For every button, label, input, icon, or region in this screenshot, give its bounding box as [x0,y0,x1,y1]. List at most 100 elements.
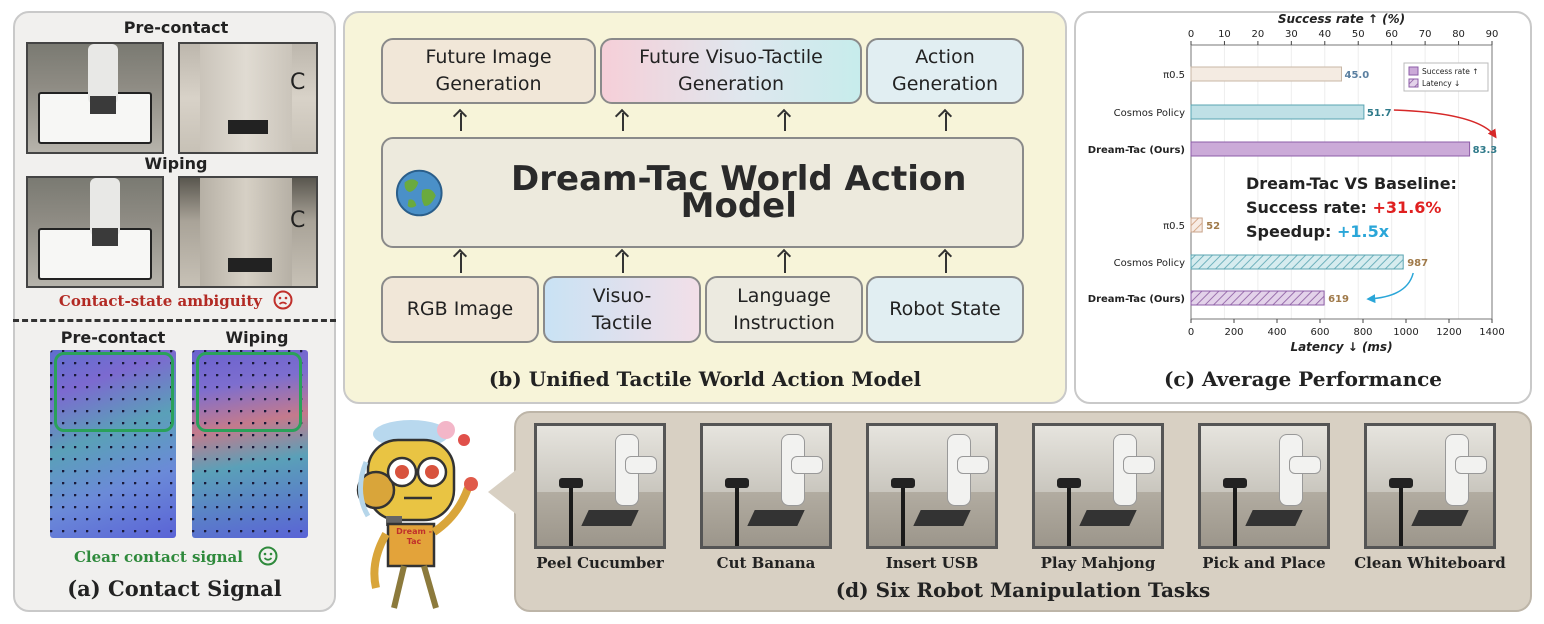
plot-frame [1190,44,1493,320]
category-label: Dream-Tac (Ours) [1088,145,1185,156]
bottom-tick-label: 1200 [1436,327,1461,338]
success-rate-gain: +31.6% [1372,198,1442,217]
ambiguity-label: Contact-state ambiguity [58,292,262,310]
success-rate-value-label: 83.3 [1473,145,1498,156]
whiteboard-letter: C [290,70,306,95]
category-label: π0.5 [1163,70,1185,81]
input-box-robot-state: Robot State [866,276,1024,343]
scene-photo-pre-contact [26,42,164,154]
top-tick-label: 80 [1452,29,1465,40]
top-tick-label: 40 [1318,29,1331,40]
task-label: Clean Whiteboard [1354,554,1506,572]
contact-region-box [54,352,174,432]
speedup-arrow [1366,272,1414,304]
input-box-visuo-tactile: Visuo-Tactile [543,276,701,343]
latency-value-label: 619 [1328,294,1349,305]
speedup-label: Speedup: [1246,222,1332,241]
task-photo [866,423,998,549]
task-label: Cut Banana [716,554,816,572]
pre-contact-label-top: Pre-contact [123,18,229,37]
top-tick-label: 90 [1486,29,1499,40]
latency-bar [1190,217,1203,233]
whiteboard-photo-pre-contact: C [178,42,318,154]
top-axis-title: Success rate ↑ (%) [1278,12,1405,26]
arrow-up [460,113,462,131]
task-label: Insert USB [885,554,979,572]
bottom-tick-label: 0 [1188,327,1194,338]
success-rate-value-label: 45.0 [1345,70,1370,81]
top-tick-label: 10 [1218,29,1231,40]
tactile-image-pre-contact [50,350,176,538]
pre-contact-label-bottom: Pre-contact [60,328,166,347]
model-title: Dream-Tac World Action Model [511,158,967,226]
globe-icon [395,169,443,216]
category-label: Cosmos Policy [1114,108,1185,119]
task-label: Play Mahjong [1040,554,1156,572]
performance-chart: 0 10 20 30 40 50 60 70 80 90 Success rate ↑ (%) 0 20… [1088,12,1505,354]
latency-bar [1190,290,1325,306]
success-rate-label: Success rate: [1246,198,1367,217]
top-tick-label: 30 [1285,29,1298,40]
bottom-tick-label: 1400 [1479,327,1504,338]
legend-swatch [1408,66,1419,76]
bottom-tick-label: 600 [1310,327,1329,338]
input-box-language: Language Instruction [705,276,863,343]
task-photo [700,423,832,549]
task-photo [534,423,666,549]
clear-signal-label: Clear contact signal [73,548,243,566]
arrow-up [622,113,624,131]
task-photo [1198,423,1330,549]
happy-face-icon [258,546,278,566]
task-photo [1364,423,1496,549]
top-tick-label: 20 [1252,29,1265,40]
success-rate-value-label: 51.7 [1367,108,1392,119]
arrow-up [784,253,786,273]
bottom-tick-label: 1000 [1393,327,1418,338]
arrow-up [460,253,462,273]
arrow-up [945,113,947,131]
caption-a: (a) Contact Signal [67,576,282,601]
task-photo [1032,423,1164,549]
speech-tail [488,470,516,514]
latency-bar [1190,254,1404,270]
tactile-image-wiping [192,350,308,538]
top-tick-label: 60 [1385,29,1398,40]
bottom-tick-label: 200 [1224,327,1243,338]
scene-photo-wiping [26,176,164,288]
latency-value-label: 52 [1206,221,1220,232]
bottom-axis-title: Latency ↓ (ms) [1290,340,1392,354]
bottom-tick-label: 800 [1353,327,1372,338]
success-rate-bar [1190,66,1342,82]
arrow-up [622,253,624,273]
whiteboard-letter: C [290,208,306,233]
whiteboard-photo-wiping: C [178,176,318,288]
model-box: Dream-Tac World Action Model [381,137,1024,248]
mascot-badge: Dream -Tac [396,527,432,546]
speedup-value: +1.5x [1336,222,1390,241]
top-tick-label: 0 [1188,29,1194,40]
input-box-rgb: RGB Image [381,276,539,343]
panel-d [514,411,1532,612]
success-rate-bar [1190,141,1471,157]
arrow-up [945,253,947,273]
contact-region-box [196,352,302,432]
category-label: Dream-Tac (Ours) [1088,294,1185,305]
comparison-annotation: Dream-Tac VS Baseline: Success rate: +31… [1246,172,1457,244]
output-box-image: Future Image Generation [381,38,596,104]
category-label: Cosmos Policy [1114,258,1185,269]
improvement-arrow [1393,109,1497,139]
task-label: Peel Cucumber [536,554,664,572]
top-tick-label: 50 [1352,29,1365,40]
wiping-label-bottom: Wiping [225,328,289,347]
caption-b: (b) Unified Tactile World Action Model [488,367,922,391]
latency-value-label: 987 [1407,258,1428,269]
output-box-visuo-tactile: Future Visuo-Tactile Generation [600,38,862,104]
top-tick-label: 70 [1419,29,1432,40]
sad-face-icon [273,290,293,310]
section-divider [13,319,336,322]
legend-entry: Latency ↓ [1422,79,1460,88]
legend-swatch [1408,78,1419,88]
bottom-tick-label: 400 [1267,327,1286,338]
caption-d: (d) Six Robot Manipulation Tasks [835,578,1211,602]
task-label: Pick and Place [1202,554,1326,572]
